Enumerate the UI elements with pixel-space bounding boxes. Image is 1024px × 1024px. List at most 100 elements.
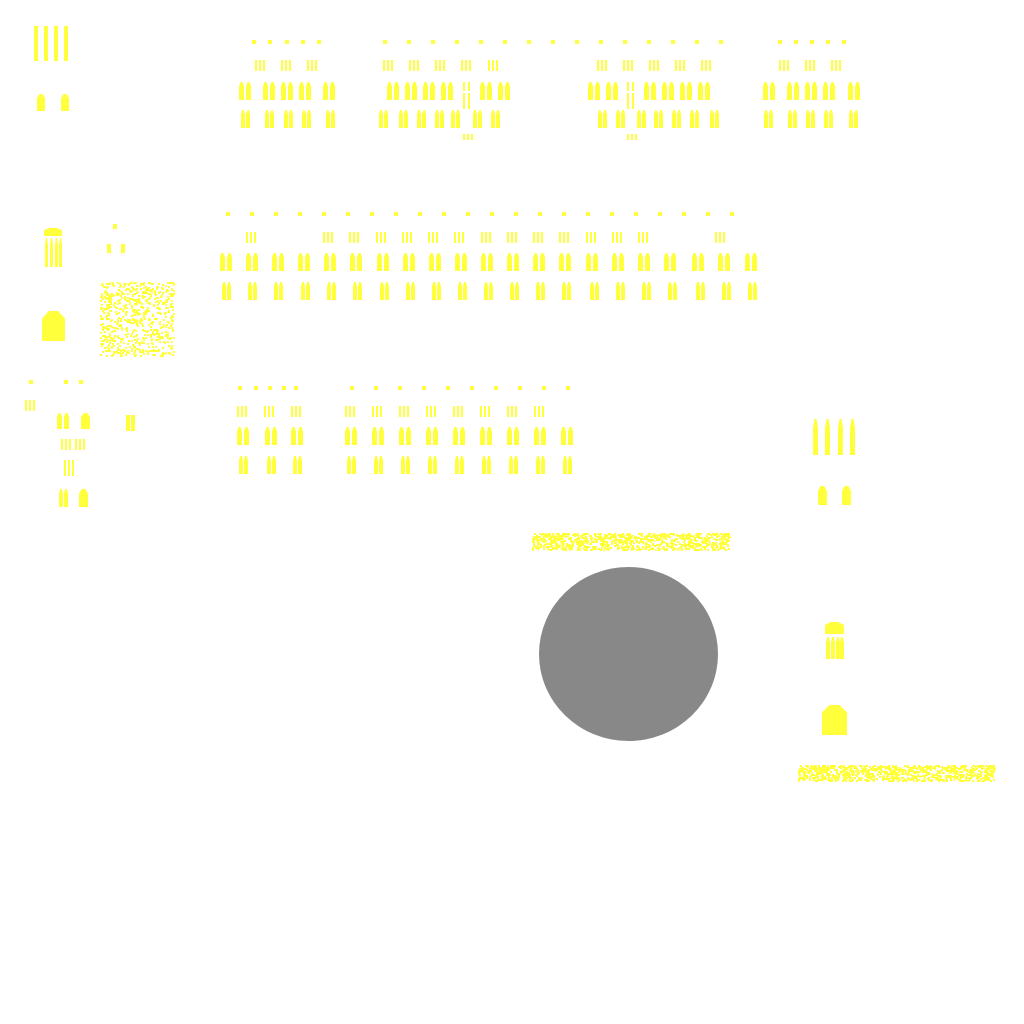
speckle (126, 307, 128, 309)
speckle (169, 293, 171, 295)
window-dot (842, 40, 846, 44)
speckle (950, 777, 952, 779)
window-pane (298, 253, 303, 271)
speckle (600, 543, 602, 545)
speckle (165, 352, 167, 354)
speckle (127, 343, 129, 345)
speckle (636, 541, 638, 543)
window-pane (824, 110, 828, 128)
speckle (557, 533, 559, 535)
speckle (537, 548, 539, 550)
window-pane (727, 282, 731, 300)
speckle (633, 542, 635, 544)
speckle (992, 776, 994, 778)
window-pane (458, 282, 462, 300)
speckle (905, 780, 907, 782)
speckle (626, 549, 628, 551)
speckle (571, 541, 573, 543)
window-slit (534, 406, 536, 417)
window-slit (709, 60, 711, 71)
speckle (668, 534, 670, 536)
window-pane (748, 282, 752, 300)
window-slit (468, 82, 470, 91)
speckle (947, 776, 949, 778)
speckle (166, 324, 168, 326)
speckle (679, 547, 681, 549)
speckle (107, 336, 109, 338)
window-slit (586, 232, 588, 243)
speckle (150, 335, 152, 337)
window-pane (586, 253, 591, 271)
speckle (929, 765, 931, 767)
window-pane (291, 427, 296, 445)
speckle (562, 541, 564, 543)
speckle (986, 776, 988, 778)
speckle (599, 534, 601, 536)
speckle (121, 329, 123, 331)
speckle (110, 337, 112, 339)
speckle (887, 775, 889, 777)
window-dot (29, 380, 33, 384)
speckle (674, 548, 676, 550)
speckle (108, 307, 110, 309)
window-dot (494, 386, 498, 390)
window-pane (498, 82, 503, 100)
speckle (669, 546, 671, 548)
speckle (150, 350, 152, 352)
speckle (983, 780, 985, 782)
speckle (933, 776, 935, 778)
speckle (143, 353, 145, 355)
speckle (581, 537, 583, 539)
speckle (106, 355, 108, 357)
window-slit (387, 60, 389, 71)
speckle (939, 771, 941, 773)
speckle (934, 768, 936, 770)
speckle (111, 326, 113, 328)
speckle (569, 549, 571, 551)
speckle (538, 542, 540, 544)
window-pane (770, 82, 775, 100)
speckle (691, 539, 693, 541)
speckle (694, 549, 696, 551)
speckle (596, 539, 598, 541)
speckle (631, 549, 633, 551)
speckle (556, 543, 558, 545)
speckle (835, 780, 837, 782)
window-slit (436, 232, 438, 243)
window-slit (715, 232, 717, 243)
window-dot (479, 40, 483, 44)
speckle (842, 771, 844, 773)
window-pane (669, 82, 674, 100)
speckle (568, 544, 570, 546)
speckle (966, 773, 968, 775)
speckle (617, 539, 619, 541)
speckle (641, 533, 643, 535)
speckle (715, 533, 717, 535)
speckle (104, 336, 106, 338)
speckle (663, 546, 665, 548)
speckle (608, 544, 610, 546)
speckle (120, 308, 122, 310)
speckle (592, 546, 594, 548)
window-dot (562, 212, 566, 216)
speckle (984, 771, 986, 773)
window-slit (250, 232, 252, 243)
speckle (967, 777, 969, 779)
speckle (147, 289, 149, 291)
speckle (982, 765, 984, 767)
speckle (172, 330, 174, 332)
speckle (117, 322, 119, 324)
window-dot (634, 212, 638, 216)
speckle (970, 772, 972, 774)
window-pane (305, 253, 310, 271)
window-pane (270, 82, 275, 100)
speckle (107, 293, 109, 295)
speckle (813, 774, 815, 776)
speckle (120, 353, 122, 355)
speckle (712, 549, 714, 551)
speckle (579, 544, 581, 546)
speckle (802, 771, 804, 773)
window-dot (778, 40, 782, 44)
speckle (698, 535, 700, 537)
speckle (941, 769, 943, 771)
